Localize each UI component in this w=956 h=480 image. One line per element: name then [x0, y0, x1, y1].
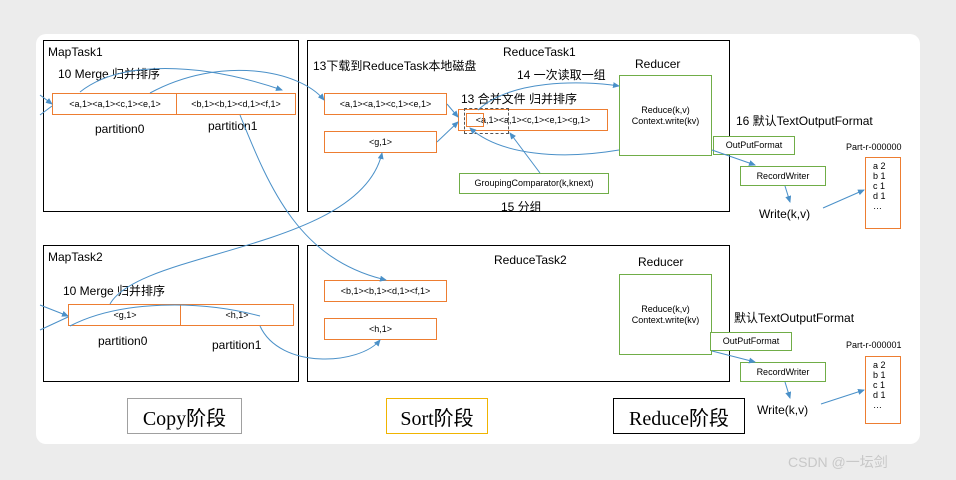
output-arrow-2c	[820, 389, 865, 405]
default-format-1: 16 默认TextOutputFormat	[736, 114, 873, 128]
input-arrow-2	[39, 105, 53, 116]
outputformat-2: OutPutFormat	[710, 332, 792, 351]
reducer2-title: Reducer	[638, 255, 684, 269]
grouping-arrow	[509, 132, 541, 174]
merge-arrow-g	[436, 121, 459, 143]
reducer1-title: Reducer	[635, 57, 681, 71]
part-file-1-title: Part-r-000000	[846, 142, 902, 152]
maptask1-title: MapTask1	[48, 45, 103, 59]
reducer2-line1: Reduce(k,v)	[641, 303, 690, 314]
part-file-2-line: …	[873, 400, 882, 410]
maptask2-title: MapTask2	[48, 250, 103, 264]
maptask2-partition0-label: partition0	[98, 334, 148, 348]
copy-arrow-h	[259, 325, 381, 360]
maptask1-partition1-label: partition1	[208, 119, 258, 133]
reducetask2-box	[307, 245, 730, 382]
output-arrow-1a	[711, 149, 756, 166]
output-arrow-1c	[822, 189, 865, 209]
reducer2-box: Reduce(k,v) Context.write(kv)	[619, 274, 712, 355]
merge-arrow-a	[446, 103, 459, 118]
maptask2-partition1-label: partition1	[212, 338, 262, 352]
input-arrow-1	[39, 94, 53, 105]
download-label: 13下载到ReduceTask本地磁盘	[313, 59, 477, 73]
maptask1-partition0-label: partition0	[95, 122, 145, 136]
part-file-2-line: b 1	[873, 370, 886, 380]
output-arrow-2b	[784, 381, 792, 399]
reducer1-box: Reduce(k,v) Context.write(kv)	[619, 75, 712, 156]
reducetask1-title: ReduceTask1	[503, 45, 576, 59]
reducetask1-box	[307, 40, 730, 212]
sort-stage-label: Sort阶段	[386, 398, 488, 434]
part-file-1-line: b 1	[873, 171, 886, 181]
group-highlight	[466, 113, 484, 127]
grouping-comparator-box: GroupingComparator(k,knext)	[459, 173, 609, 194]
outputformat-1: OutPutFormat	[713, 136, 795, 155]
part-file-2-line: c 1	[873, 380, 886, 390]
watermark: CSDN @一坛剑	[788, 454, 888, 470]
output-arrow-2a	[711, 350, 756, 364]
default-format-2: 默认TextOutputFormat	[734, 311, 855, 325]
group-label: 15 分组	[501, 200, 542, 214]
input-arrow-3	[39, 304, 69, 317]
write-2: Write(k,v)	[757, 403, 809, 417]
recordwriter-2: RecordWriter	[740, 362, 826, 382]
maptask1-box	[43, 40, 299, 212]
merge-file-label: 13 合并文件 归并排序	[461, 92, 578, 106]
recordwriter-1: RecordWriter	[740, 166, 826, 186]
maptask2-box	[43, 245, 299, 382]
maptask2-merge-label: 10 Merge 归并排序	[63, 284, 166, 298]
copy-arrow-p0	[149, 69, 325, 101]
reducetask1-a-box: <a,1><a,1><c,1><e,1>	[324, 93, 447, 115]
read-once-label: 14 一次读取一组	[517, 68, 606, 82]
reducer2-line2: Context.write(kv)	[631, 314, 700, 325]
reduce-stage-label: Reduce阶段	[613, 398, 745, 434]
copy-arrow-p1	[239, 114, 387, 282]
part-file-1: a 2 b 1 c 1 d 1 …	[865, 157, 901, 229]
maptask2-partition1-cell: <h,1>	[180, 304, 294, 326]
merge-arc-1	[79, 68, 283, 93]
read-group-return	[469, 127, 620, 156]
output-arrow-1b	[784, 185, 792, 203]
write-1: Write(k,v)	[759, 207, 811, 221]
maptask1-partition1-cell: <b,1><b,1><d,1><f,1>	[176, 93, 296, 115]
reducer1-line1: Reduce(k,v)	[641, 104, 690, 115]
part-file-1-line: d 1	[873, 191, 886, 201]
copy-stage-label: Copy阶段	[127, 398, 242, 434]
input-arrow-4	[39, 316, 69, 331]
reducer1-line2: Context.write(kv)	[631, 115, 700, 126]
read-group-arc	[477, 82, 620, 111]
merged-file-box: <a,1><a,1><c,1><e,1><g,1>	[458, 109, 608, 131]
part-file-2-line: d 1	[873, 390, 886, 400]
copy-arrow-g	[109, 152, 384, 305]
part-file-1-line: c 1	[873, 181, 886, 191]
merge-arc-2	[69, 304, 261, 327]
part-file-2: a 2 b 1 c 1 d 1 …	[865, 356, 901, 424]
reducetask2-title: ReduceTask2	[494, 253, 567, 267]
part-file-1-line: a 2	[873, 161, 886, 171]
group-dashed-outline	[464, 108, 509, 134]
part-file-2-title: Part-r-000001	[846, 340, 902, 350]
part-file-2-line: a 2	[873, 360, 886, 370]
part-file-1-line: …	[873, 201, 882, 211]
